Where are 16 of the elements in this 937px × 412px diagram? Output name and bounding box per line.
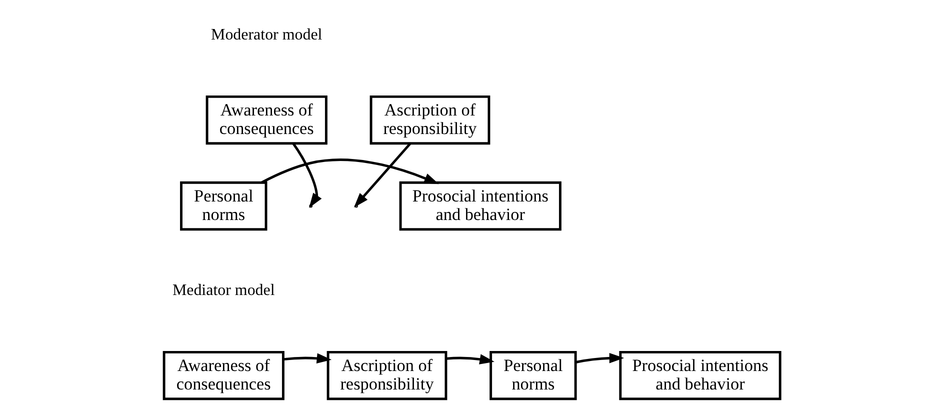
arrow xyxy=(446,354,494,364)
arrow xyxy=(353,142,411,208)
node-box: Personal norms xyxy=(180,181,267,231)
node-box: Personal norms xyxy=(489,350,576,400)
label: Moderator model xyxy=(210,26,322,44)
arrow xyxy=(282,353,332,364)
label: Mediator model xyxy=(172,282,274,299)
node-box: Prosocial intentions and behavior xyxy=(398,181,561,231)
node-box: Awareness of consequences xyxy=(205,95,327,145)
node-box: Awareness of consequences xyxy=(162,350,284,400)
arrow xyxy=(260,158,438,184)
node-box: Ascription of responsibility xyxy=(326,350,447,400)
node-box: Prosocial intentions and behavior xyxy=(618,350,781,400)
arrow xyxy=(574,352,624,364)
arrow xyxy=(292,142,322,208)
node-box: Ascription of responsibility xyxy=(369,95,490,145)
